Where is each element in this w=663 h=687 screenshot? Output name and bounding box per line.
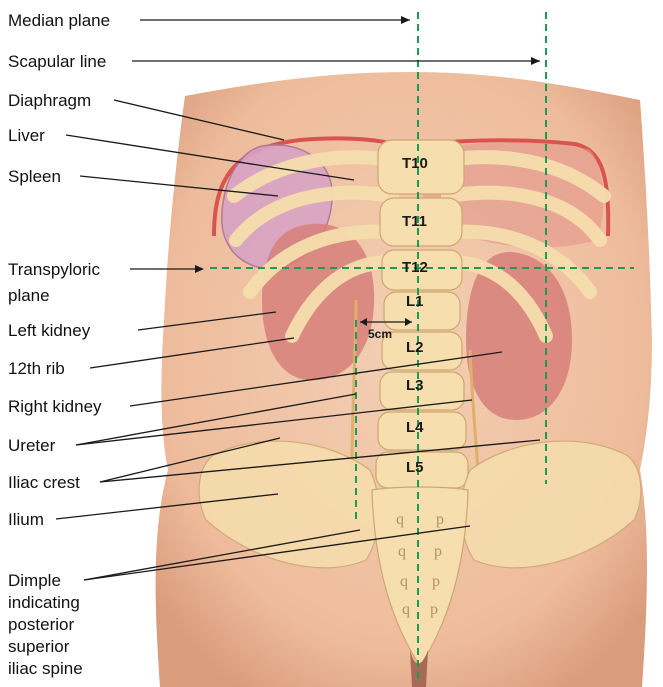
label-scapular-line: Scapular line (8, 52, 106, 71)
svg-text:q: q (398, 543, 406, 560)
svg-text:p: p (436, 511, 444, 528)
vertebra-label-l2: L2 (406, 339, 424, 356)
svg-text:p: p (430, 601, 438, 618)
label-median-plane: Median plane (8, 11, 110, 30)
measurement-label: 5cm (368, 327, 392, 341)
vertebra-label-l5: L5 (406, 459, 424, 476)
label-dimple-3: posterior (8, 615, 74, 634)
svg-text:p: p (434, 543, 442, 560)
vertebra-label-l4: L4 (406, 419, 424, 436)
label-liver: Liver (8, 126, 45, 145)
label-dimple-1: Dimple (8, 571, 61, 590)
svg-text:q: q (402, 601, 410, 618)
vertebra-label-l3: L3 (406, 377, 424, 394)
label-transpyloric-1: Transpyloric (8, 260, 100, 279)
label-dimple-2: indicating (8, 593, 80, 612)
label-diaphragm: Diaphragm (8, 91, 91, 110)
vertebra-label-t12: T12 (402, 259, 428, 276)
label-dimple-4: superior (8, 637, 70, 656)
svg-text:q: q (400, 573, 408, 590)
label-transpyloric-2: plane (8, 286, 50, 305)
vertebra-label-l1: L1 (406, 293, 424, 310)
label-right-kidney: Right kidney (8, 397, 102, 416)
label-left-kidney: Left kidney (8, 321, 91, 340)
label-12th-rib: 12th rib (8, 359, 65, 378)
label-spleen: Spleen (8, 167, 61, 186)
label-iliac-crest: Iliac crest (8, 473, 80, 492)
svg-text:p: p (432, 573, 440, 590)
label-dimple-5: iliac spine (8, 659, 83, 678)
vertebra-label-t11: T11 (402, 213, 427, 230)
svg-text:q: q (396, 511, 404, 528)
label-ureter: Ureter (8, 436, 56, 455)
label-ilium: Ilium (8, 510, 44, 529)
vertebra-label-t10: T10 (402, 155, 428, 172)
